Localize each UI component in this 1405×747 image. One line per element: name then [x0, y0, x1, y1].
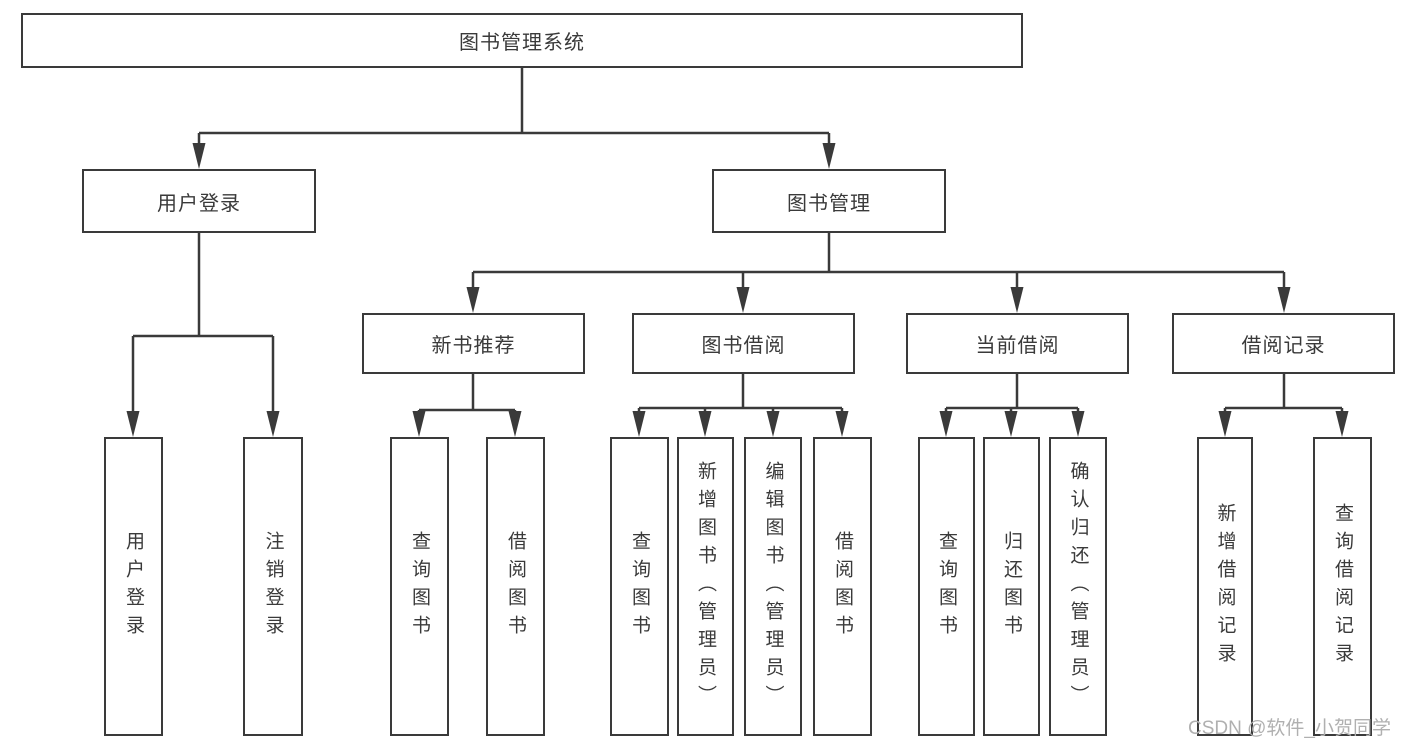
- node-label: 图书管理: [787, 192, 871, 215]
- csdn-watermark: CSDN @软件_小贺同学: [1188, 718, 1391, 739]
- leaf-logout: 注销登录: [243, 437, 303, 736]
- arrow-icon: [1277, 287, 1291, 313]
- arrow-icon: [126, 411, 140, 437]
- node-label: 当前借阅: [975, 335, 1060, 357]
- leaf-query-books-recommend: 查询图书: [390, 437, 449, 736]
- leaf-query-borrow-record: 查询借阅记录: [1313, 437, 1372, 736]
- arrow-icon: [1218, 411, 1232, 437]
- leaf-borrow-books: 借阅图书: [813, 437, 872, 736]
- node-borrow-records: 借阅记录: [1172, 313, 1395, 374]
- node-label: 查询图书: [629, 530, 650, 643]
- leaf-user-login: 用户登录: [104, 437, 163, 736]
- leaf-add-books-admin: 新增图书（管理员）: [677, 437, 734, 736]
- node-current-borrow: 当前借阅: [906, 313, 1129, 374]
- connector-bookmgmt-to-level3: [471, 233, 1286, 290]
- node-label: 查询图书: [409, 530, 430, 643]
- leaf-return-books: 归还图书: [983, 437, 1040, 736]
- arrow-icon: [1071, 411, 1085, 437]
- node-label: 借阅图书: [832, 530, 853, 643]
- arrow-icon: [736, 287, 750, 313]
- leaf-query-books-borrow: 查询图书: [610, 437, 669, 736]
- arrow-icon: [766, 411, 780, 437]
- connector-bookborrow-to-leaves: [637, 374, 844, 414]
- arrow-icon: [508, 411, 522, 437]
- node-new-book-recommend: 新书推荐: [362, 313, 585, 374]
- arrow-icon: [1010, 287, 1024, 313]
- connector-userlogin-to-leaves: [131, 233, 275, 414]
- leaf-edit-books-admin: 编辑图书（管理员）: [744, 437, 802, 736]
- node-book-borrow: 图书借阅: [632, 313, 855, 374]
- node-label: 编辑图书（管理员）: [762, 460, 784, 713]
- arrow-icon: [939, 411, 953, 437]
- node-root-system: 图书管理系统: [21, 13, 1023, 68]
- node-label: 新书推荐: [431, 335, 516, 357]
- arrow-icon: [192, 143, 206, 169]
- node-label: 用户登录: [157, 192, 241, 215]
- arrow-icon: [1004, 411, 1018, 437]
- node-label: 借阅图书: [505, 530, 526, 643]
- leaf-borrow-books-recommend: 借阅图书: [486, 437, 545, 736]
- node-label: 查询图书: [936, 530, 957, 643]
- node-label: 查询借阅记录: [1332, 502, 1353, 671]
- leaf-query-books-current: 查询图书: [918, 437, 975, 736]
- arrow-icon: [632, 411, 646, 437]
- arrow-icon: [412, 411, 426, 437]
- connector-records-to-leaves: [1223, 374, 1344, 414]
- node-book-management: 图书管理: [712, 169, 946, 233]
- arrow-icon: [266, 411, 280, 437]
- node-label: 新增图书（管理员）: [695, 460, 716, 713]
- connector-root-to-level2: [197, 68, 831, 146]
- leaf-add-borrow-record: 新增借阅记录: [1197, 437, 1253, 736]
- arrow-icon: [698, 411, 712, 437]
- arrow-icon: [1335, 411, 1349, 437]
- node-label: 借阅记录: [1241, 335, 1326, 357]
- node-label: 图书借阅: [701, 335, 786, 357]
- node-label: 注销登录: [262, 530, 284, 643]
- connector-currentborrow-to-leaves: [944, 374, 1080, 414]
- node-label: 归还图书: [1001, 530, 1022, 643]
- node-label: 用户登录: [123, 530, 144, 643]
- leaf-confirm-return-admin: 确认归还（管理员）: [1049, 437, 1107, 736]
- node-label: 确认归还（管理员）: [1067, 460, 1089, 713]
- arrow-icon: [822, 143, 836, 169]
- node-label: 新增借阅记录: [1214, 502, 1236, 671]
- node-user-login: 用户登录: [82, 169, 316, 233]
- connector-newbooks-to-leaves: [417, 374, 517, 414]
- node-label: 图书管理系统: [459, 32, 585, 54]
- arrow-icon: [466, 287, 480, 313]
- arrow-icon: [835, 411, 849, 437]
